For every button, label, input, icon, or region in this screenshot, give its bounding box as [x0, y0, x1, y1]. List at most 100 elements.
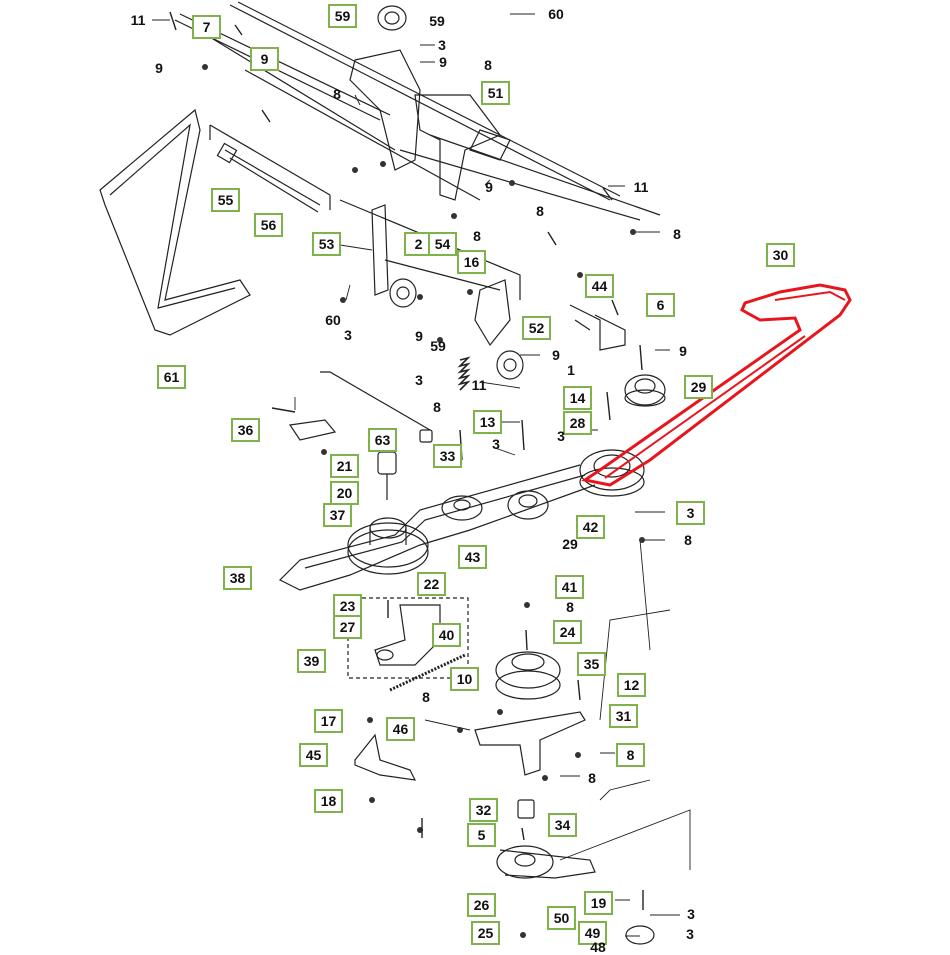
callout-box-22: 22 — [417, 572, 446, 596]
arm-52 — [474, 279, 511, 347]
callout-number-8: 8 — [473, 228, 481, 244]
callout-box-24: 24 — [553, 620, 582, 644]
callout-number-60: 60 — [548, 6, 564, 22]
pulley-59-top — [377, 5, 407, 31]
callout-box-43: 43 — [458, 545, 487, 569]
callout-box-46: 46 — [386, 717, 415, 741]
callout-number-3: 3 — [438, 37, 446, 53]
callout-box-34: 34 — [548, 813, 577, 837]
callout-number-60: 60 — [325, 312, 341, 328]
bushing-63 — [419, 429, 433, 443]
callout-number-48: 48 — [590, 939, 606, 955]
callout-box-55: 55 — [211, 188, 240, 212]
upper-frame-rail — [174, 1, 621, 201]
shaft-54 — [384, 259, 501, 291]
callout-box-10: 10 — [450, 667, 479, 691]
callout-number-8: 8 — [536, 203, 544, 219]
plate-36 — [288, 419, 337, 441]
callout-number-8: 8 — [673, 226, 681, 242]
callout-box-51: 51 — [481, 81, 510, 105]
callout-box-19: 19 — [584, 891, 613, 915]
callout-box-41: 41 — [555, 575, 584, 599]
bushing-32 — [517, 799, 535, 819]
callout-number-11: 11 — [130, 12, 146, 28]
callout-box-61: 61 — [157, 365, 186, 389]
center-bracket — [414, 94, 501, 201]
belt-34 — [499, 849, 596, 879]
callout-box-27: 27 — [333, 615, 362, 639]
callout-number-3: 3 — [686, 926, 694, 942]
callout-box-38: 38 — [223, 566, 252, 590]
pulley-49 — [625, 925, 655, 945]
drive-belt-30 — [581, 283, 852, 487]
pivot-bracket — [349, 49, 421, 171]
callout-box-54: 54 — [428, 232, 457, 256]
callout-box-53: 53 — [312, 232, 341, 256]
callout-box-59: 59 — [328, 4, 357, 28]
pulley-50 — [496, 845, 554, 879]
callout-box-17: 17 — [314, 709, 343, 733]
callout-box-29: 29 — [684, 375, 713, 399]
callout-box-6: 6 — [646, 293, 675, 317]
callout-number-8: 8 — [588, 770, 596, 786]
callout-box-35: 35 — [577, 652, 606, 676]
callout-box-7: 7 — [192, 15, 221, 39]
belt-38 — [278, 464, 596, 591]
callout-number-8: 8 — [684, 532, 692, 548]
callout-box-45: 45 — [299, 743, 328, 767]
callout-box-12: 12 — [617, 673, 646, 697]
clutch-35 — [495, 651, 561, 689]
callout-box-20: 20 — [330, 481, 359, 505]
callout-box-30: 30 — [766, 243, 795, 267]
callout-box-37: 37 — [323, 503, 352, 527]
bracket-51 — [469, 129, 511, 161]
idler-arm-40 — [374, 604, 441, 666]
callout-box-32: 32 — [469, 798, 498, 822]
callout-number-11: 11 — [471, 377, 487, 393]
callout-box-28: 28 — [563, 411, 592, 435]
callout-box-3: 3 — [676, 501, 705, 525]
pulley-28 — [579, 449, 645, 491]
callout-box-16: 16 — [457, 250, 486, 274]
callout-number-9: 9 — [485, 179, 493, 195]
callout-number-59: 59 — [429, 13, 445, 29]
callout-box-5: 5 — [467, 823, 496, 847]
bracket-44 — [569, 304, 626, 351]
callout-number-9: 9 — [679, 343, 687, 359]
callout-box-44: 44 — [585, 274, 614, 298]
callout-number-3: 3 — [557, 428, 565, 444]
handle-bar — [224, 149, 321, 213]
callout-number-9: 9 — [415, 328, 423, 344]
callout-number-8: 8 — [333, 86, 341, 102]
link-rod — [194, 27, 481, 201]
callout-number-9: 9 — [439, 54, 447, 70]
callout-box-26: 26 — [467, 893, 496, 917]
callout-number-3: 3 — [687, 906, 695, 922]
callout-box-56: 56 — [254, 213, 283, 237]
callout-number-3: 3 — [415, 372, 423, 388]
callout-number-9: 9 — [552, 347, 560, 363]
belt-guard-45 — [354, 733, 417, 781]
bracket-31 — [474, 711, 586, 776]
idler-29-upper — [624, 374, 666, 406]
callout-box-49: 49 — [578, 921, 607, 945]
callout-number-8: 8 — [566, 599, 574, 615]
callout-box-9: 9 — [250, 47, 279, 71]
callout-number-1: 1 — [567, 362, 575, 378]
pulley-59-lower — [496, 350, 524, 380]
callout-number-3: 3 — [344, 327, 352, 343]
arm-53 — [371, 204, 389, 296]
callout-box-63: 63 — [368, 428, 397, 452]
callout-box-50: 50 — [547, 906, 576, 930]
callout-number-3: 3 — [492, 436, 500, 452]
callout-number-9: 9 — [155, 60, 163, 76]
callout-box-39: 39 — [297, 649, 326, 673]
callout-number-59: 59 — [430, 338, 446, 354]
callout-box-25: 25 — [471, 921, 500, 945]
callout-number-8: 8 — [433, 399, 441, 415]
callout-box-13: 13 — [473, 410, 502, 434]
callout-box-33: 33 — [433, 444, 462, 468]
callout-number-11: 11 — [633, 179, 649, 195]
